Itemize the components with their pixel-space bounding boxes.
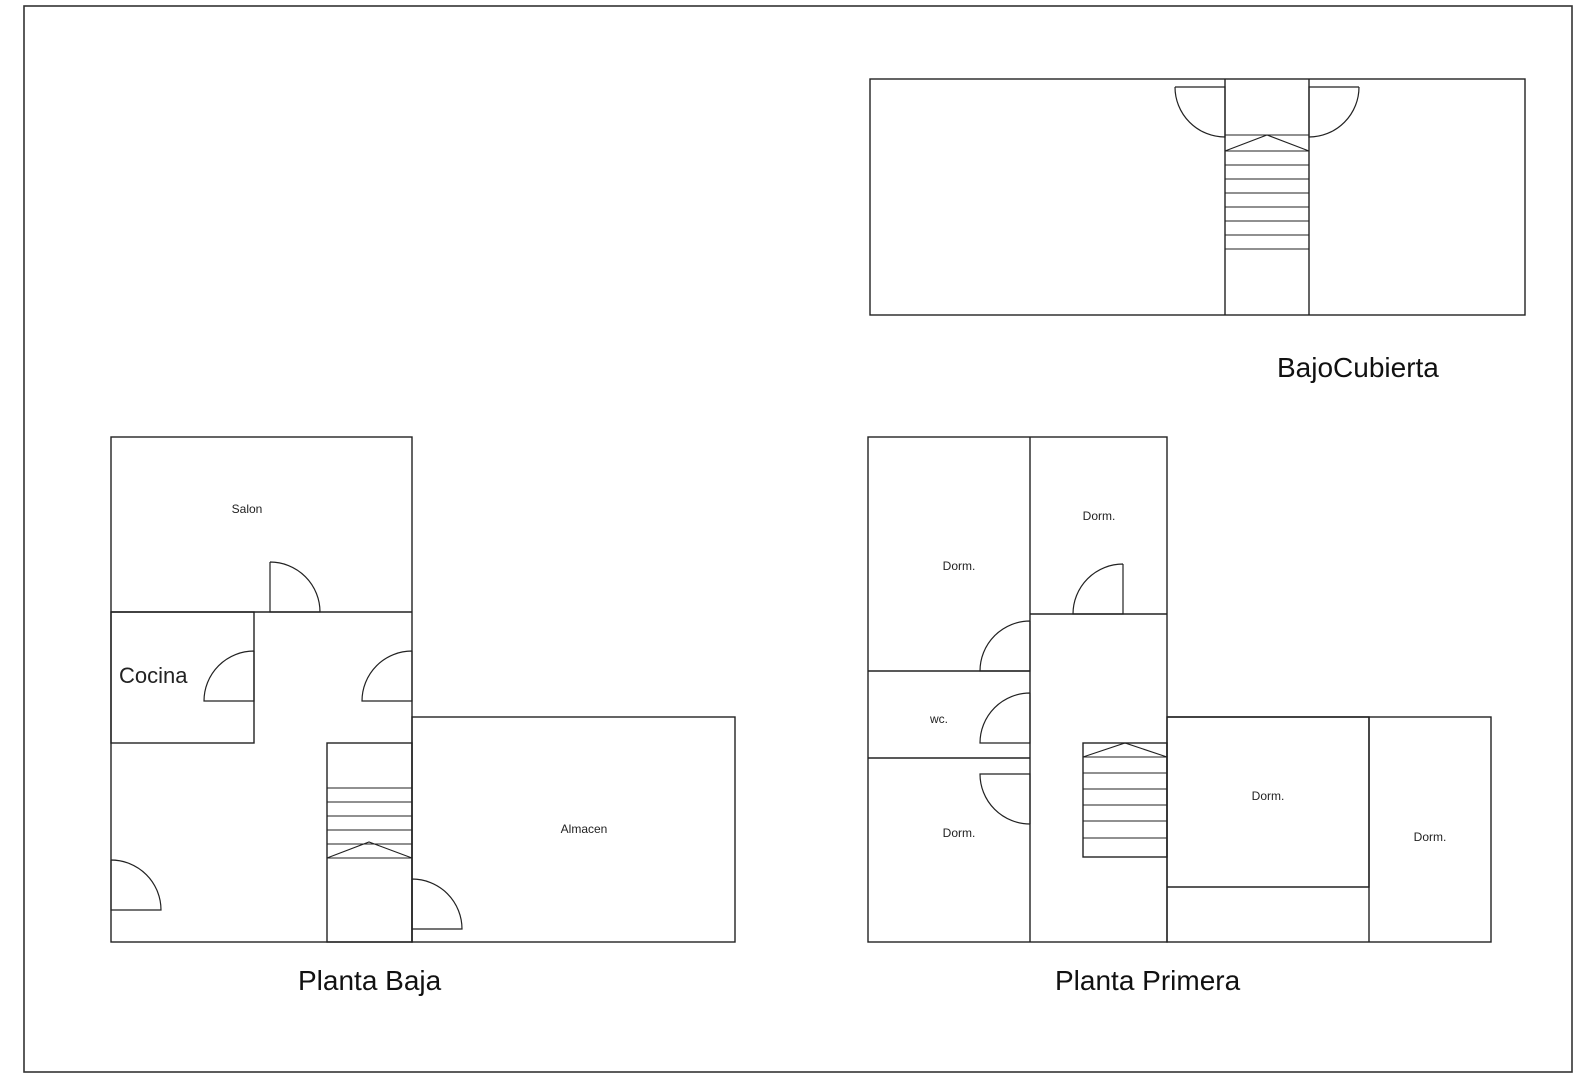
salon-door: [269, 561, 321, 613]
title-planta-baja: Planta Baja: [298, 965, 442, 996]
planta-baja-plan: [110, 436, 736, 943]
label-salon: Salon: [232, 502, 263, 516]
bajo-cubierta-plan: [869, 78, 1526, 316]
planta-primera-stair: [1082, 742, 1168, 858]
planta-primera-main-outline: [867, 436, 1168, 943]
planta-baja-stair-arrow: [326, 841, 413, 859]
dorm-top-left-door: [979, 620, 1031, 672]
wc-door: [979, 692, 1031, 744]
planta-primera-stair-treads: [1083, 756, 1167, 839]
bajo-cubierta-stair-treads: [1225, 150, 1309, 250]
bajo-cubierta-stair-arrow: [1224, 134, 1310, 152]
planta-baja-stair-treads: [327, 787, 412, 859]
title-planta-primera: Planta Primera: [1055, 965, 1241, 996]
title-bajo-cubierta: BajoCubierta: [1277, 352, 1439, 383]
label-wc: wc.: [929, 712, 948, 726]
entrance-door: [110, 859, 162, 911]
bajo-cubierta-door-right: [1308, 86, 1360, 138]
almacen-door: [411, 878, 463, 930]
bajo-cubierta-door-left: [1174, 86, 1226, 138]
cocina-door: [203, 650, 255, 702]
label-dorm-bottom-left: Dorm.: [943, 826, 976, 840]
dorm-bottom-left-door: [979, 773, 1031, 825]
dorm-top-right-door: [1072, 563, 1124, 615]
label-dorm-top-right: Dorm.: [1083, 509, 1116, 523]
planta-primera-stair-arrow: [1082, 742, 1168, 758]
planta-primera-plan: [867, 436, 1492, 943]
label-dorm-right: Dorm.: [1414, 830, 1447, 844]
label-cocina: Cocina: [119, 663, 188, 688]
hall-door: [361, 650, 413, 702]
planta-baja-stair: [326, 742, 413, 943]
label-dorm-top-left: Dorm.: [943, 559, 976, 573]
sheet-border: [23, 5, 1573, 1073]
bajo-cubierta-outline: [869, 78, 1526, 316]
label-almacen: Almacen: [561, 822, 608, 836]
label-dorm-center: Dorm.: [1252, 789, 1285, 803]
